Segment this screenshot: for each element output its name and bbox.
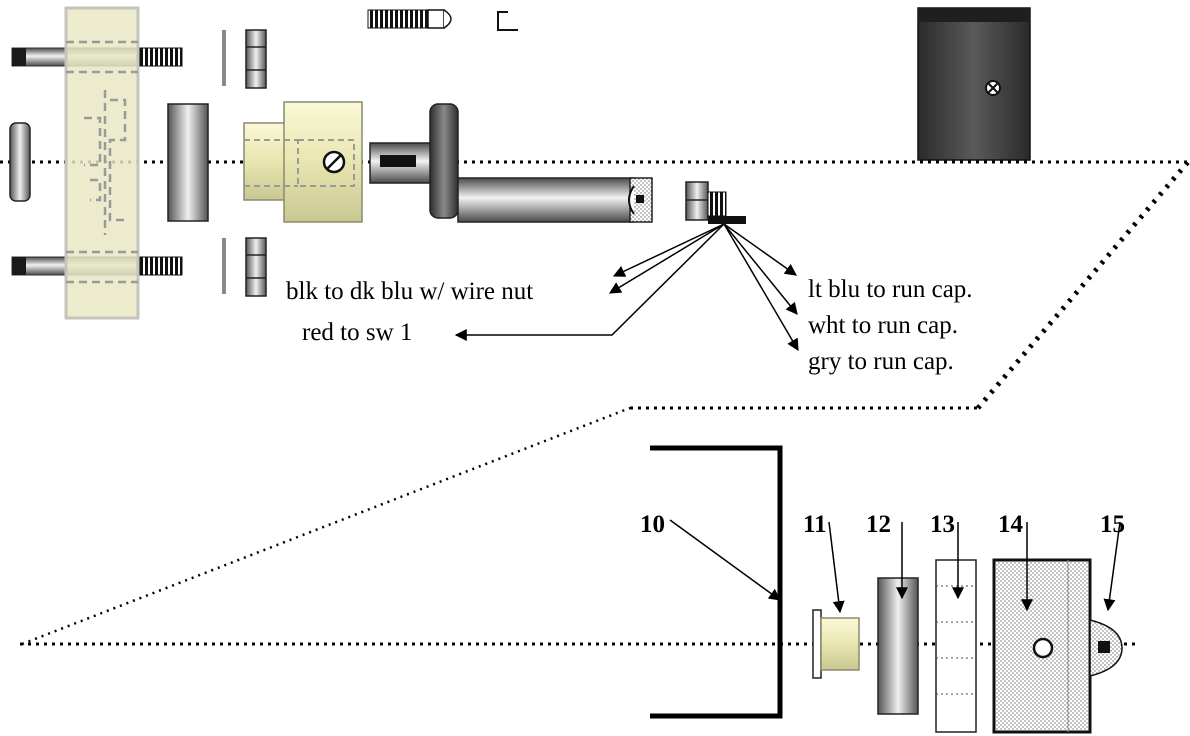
- rotor-shaft: [369, 103, 653, 223]
- wire-leader-lines: [454, 223, 799, 352]
- terminal-block: [685, 181, 746, 224]
- wire-label-blk: blk to dk blu w/ wire nut: [286, 278, 533, 305]
- part-number-14: 14: [998, 511, 1024, 538]
- axis-lines: [0, 160, 1190, 646]
- washer-stack: [935, 559, 977, 733]
- spacer-ring: [167, 103, 209, 222]
- set-screw: [367, 9, 452, 29]
- wire-label-gry: gry to run cap.: [808, 348, 954, 375]
- part-number-10: 10: [640, 511, 665, 538]
- hex-nut-bottom: [245, 237, 267, 297]
- hex-nut-top: [245, 29, 267, 89]
- part-leader-lines: [669, 519, 1121, 614]
- wire-label-wht: wht to run cap.: [808, 312, 958, 339]
- part-number-11: 11: [803, 511, 827, 538]
- spacer-washer-top: [222, 30, 226, 86]
- spacer-washer-bottom: [222, 238, 226, 294]
- part-number-15: 15: [1100, 511, 1125, 538]
- part-number-13: 13: [930, 511, 955, 538]
- wire-label-lt-blu: lt blu to run cap.: [808, 276, 973, 303]
- gear-housing: [64, 6, 140, 320]
- motor-cover: [917, 7, 1031, 161]
- part-number-12: 12: [866, 511, 891, 538]
- mounting-bracket: [650, 445, 783, 719]
- bearing-block: [992, 558, 1092, 734]
- end-cap: [9, 122, 31, 202]
- bushing-coupler: [243, 101, 363, 223]
- retaining-clip: [497, 11, 518, 31]
- wire-label-red: red to sw 1: [302, 319, 412, 346]
- spacer-disc: [877, 577, 919, 715]
- small-bushing: [812, 609, 860, 679]
- end-dome: [1089, 619, 1123, 677]
